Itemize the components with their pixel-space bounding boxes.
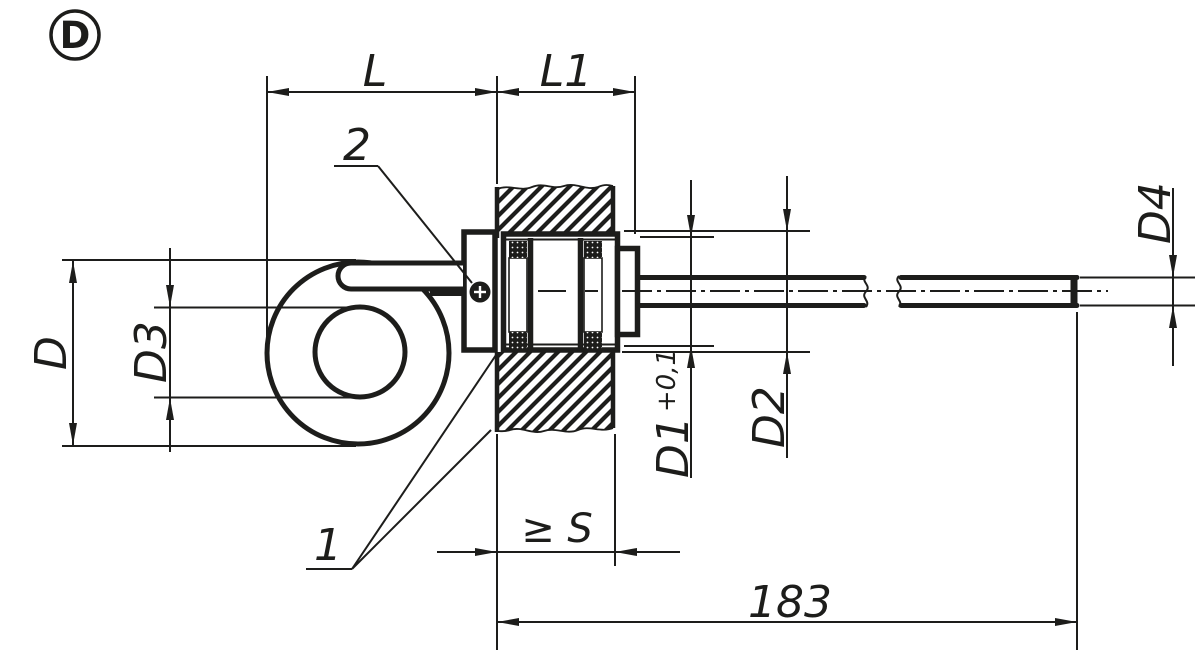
dim-D: D xyxy=(26,259,356,447)
view-badge: D xyxy=(49,9,101,61)
callout-2-label: 2 xyxy=(343,120,371,171)
o-ring-bottom-right xyxy=(584,332,602,349)
dim-label-D2: D2 xyxy=(744,386,795,448)
dim-L: L xyxy=(266,46,635,346)
screw xyxy=(469,281,491,303)
ring-inner-circle xyxy=(312,304,408,400)
o-ring-bottom-left xyxy=(509,332,527,349)
panel-lower xyxy=(494,352,616,433)
callout-1-label: 1 xyxy=(314,520,342,571)
dim-L1: L1 xyxy=(497,46,636,234)
panel-upper xyxy=(494,184,616,238)
dim-label-183: 183 xyxy=(748,577,832,628)
dim-label-D: D xyxy=(26,336,77,370)
dim-D4: D4 xyxy=(1130,182,1181,366)
ring-slot xyxy=(335,260,464,296)
dim-label-D3: D3 xyxy=(126,321,177,383)
o-ring-top-right xyxy=(584,241,602,258)
dim-D2: D2 xyxy=(622,176,810,458)
dim-label-D4: D4 xyxy=(1130,182,1181,244)
dim-D3: D3 xyxy=(126,248,356,452)
dim-label-L: L xyxy=(363,46,388,97)
o-ring-top-left xyxy=(509,241,527,258)
dim-S: ≥ S xyxy=(437,434,680,650)
slot-step xyxy=(430,287,464,296)
view-badge-circle xyxy=(49,9,101,61)
view-badge-letter: D xyxy=(60,14,91,57)
grommet xyxy=(500,231,641,353)
dim-label-D1: D1+0,1 xyxy=(648,349,699,478)
callout-2: 2 xyxy=(334,120,473,284)
dim-label-S: ≥ S xyxy=(521,506,593,552)
dim-label-L1: L1 xyxy=(540,46,593,97)
dim-D1: D1+0,1 xyxy=(624,180,714,478)
callout-1: 1 xyxy=(306,354,497,571)
dim-183: 183 xyxy=(497,312,1078,650)
cable xyxy=(622,275,1195,308)
